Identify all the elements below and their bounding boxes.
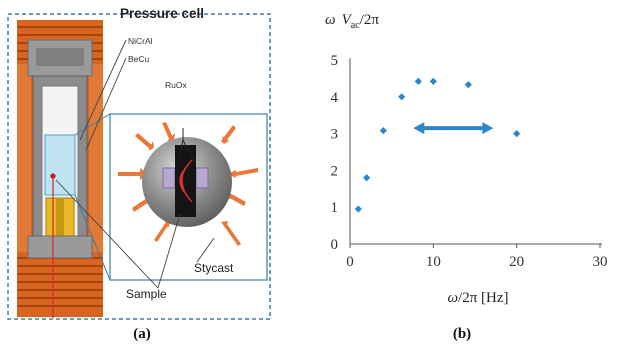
data-point bbox=[513, 130, 521, 138]
data-points bbox=[354, 77, 521, 213]
x-axis-title-rest: /2π [Hz] bbox=[458, 290, 508, 306]
x-axis-title-omega: ω bbox=[447, 290, 458, 306]
y-ticks: 0 1 2 3 4 5 bbox=[331, 53, 339, 253]
data-point bbox=[379, 127, 387, 135]
pressure-cell-panel: Pressure cell bbox=[7, 6, 271, 320]
y-tick-label: 3 bbox=[331, 127, 339, 143]
sample-dot bbox=[50, 173, 56, 179]
sample-bar bbox=[175, 145, 196, 217]
label-ruox: RuOx bbox=[165, 80, 187, 90]
y-axis-title-v: V bbox=[342, 12, 353, 28]
data-point bbox=[414, 77, 422, 85]
y-axis-title-sub: ac bbox=[351, 20, 360, 31]
coil-pad-left bbox=[162, 167, 176, 189]
coil-pad-right bbox=[195, 167, 209, 189]
x-tick-label: 30 bbox=[593, 254, 608, 270]
data-point bbox=[363, 174, 371, 182]
double-arrow-head-right bbox=[482, 122, 494, 135]
data-point bbox=[354, 205, 362, 213]
label-sample: Sample bbox=[126, 287, 167, 301]
caption-b: (b) bbox=[453, 326, 471, 342]
label-nicral: NiCrAl bbox=[128, 36, 153, 46]
y-tick-label: 0 bbox=[331, 237, 339, 253]
pressure-cell-title: Pressure cell bbox=[120, 6, 204, 21]
pressure-cell-border bbox=[7, 13, 271, 320]
label-stycast: Stycast bbox=[194, 261, 234, 275]
sample-space bbox=[44, 134, 76, 196]
y-tick-label: 4 bbox=[331, 90, 339, 106]
data-point bbox=[464, 81, 472, 89]
caption-a: (a) bbox=[133, 326, 151, 342]
data-point bbox=[429, 77, 437, 85]
double-arrow-head-left bbox=[413, 122, 425, 135]
x-tick-label: 10 bbox=[426, 254, 441, 270]
data-point bbox=[398, 93, 406, 101]
x-ticks: 0 10 20 30 bbox=[346, 244, 608, 270]
leader-lines bbox=[55, 39, 215, 289]
y-tick-label: 2 bbox=[331, 163, 339, 179]
y-axis-title-omega: ω bbox=[325, 12, 336, 28]
x-axis-title: ω/2π [Hz] bbox=[447, 290, 508, 306]
bottom-plug bbox=[27, 235, 93, 259]
y-tick-label: 5 bbox=[331, 53, 339, 69]
y-axis-title-rest: /2π bbox=[360, 12, 380, 28]
field-arcs bbox=[179, 159, 193, 203]
double-arrow bbox=[413, 122, 494, 135]
x-tick-label: 0 bbox=[346, 254, 354, 270]
x-tick-label: 20 bbox=[509, 254, 524, 270]
label-becu: BeCu bbox=[128, 54, 150, 64]
y-tick-label: 1 bbox=[331, 200, 339, 216]
